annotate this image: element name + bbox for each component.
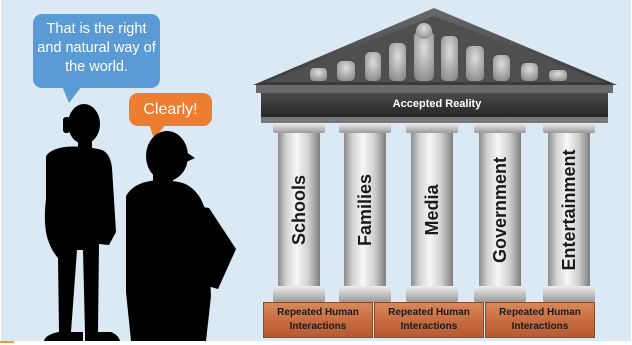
cornice — [256, 85, 613, 93]
pillar-2 — [339, 123, 391, 302]
blue-speech-bubble: That is the right and natural way of the… — [33, 14, 160, 88]
accent-line — [0, 341, 14, 343]
blue-bubble-tail — [62, 86, 82, 103]
foundation-block-3-line-2: Interactions — [511, 321, 569, 332]
orange-speech-text: Clearly! — [143, 101, 198, 118]
left-person-silhouette — [44, 104, 120, 341]
pillar-label-schools: Schools — [289, 175, 309, 246]
foundation-block-3-line-1: Repeated Human — [499, 307, 581, 318]
blue-speech-line-2: and natural way of — [37, 40, 156, 56]
orange-bubble-tail — [149, 124, 166, 139]
orange-speech-bubble: Clearly! — [129, 93, 212, 126]
pillar-5 — [543, 123, 595, 302]
foundation-block-1-line-2: Interactions — [289, 321, 347, 332]
pillar-4 — [474, 123, 526, 302]
right-person-silhouette — [126, 131, 236, 341]
foundation-block-2: Repeated Human Interactions — [374, 302, 484, 338]
accepted-reality-label: Accepted Reality — [392, 98, 482, 110]
pillar-1 — [273, 123, 325, 302]
pillar-3 — [406, 123, 458, 302]
pillar-label-media: Media — [422, 184, 442, 236]
foundation-block-3: Repeated Human Interactions — [485, 302, 595, 338]
foundation-block-1-line-1: Repeated Human — [277, 307, 359, 318]
pillar-label-families: Families — [355, 173, 375, 247]
pediment-sculptures — [310, 23, 567, 81]
blue-speech-line-1: That is the right — [46, 21, 147, 37]
pillar-label-government: Government — [490, 156, 510, 264]
blue-speech-line-3: the world. — [65, 59, 128, 75]
pillar-label-entertainment: Entertainment — [559, 149, 579, 271]
foundation-block-2-line-1: Repeated Human — [388, 307, 470, 318]
architrave-trim — [261, 117, 608, 123]
foundation-block-2-line-2: Interactions — [400, 321, 458, 332]
temple-structure — [253, 8, 617, 123]
architrave-beam — [261, 93, 608, 117]
foundation-block-1: Repeated Human Interactions — [263, 302, 373, 338]
